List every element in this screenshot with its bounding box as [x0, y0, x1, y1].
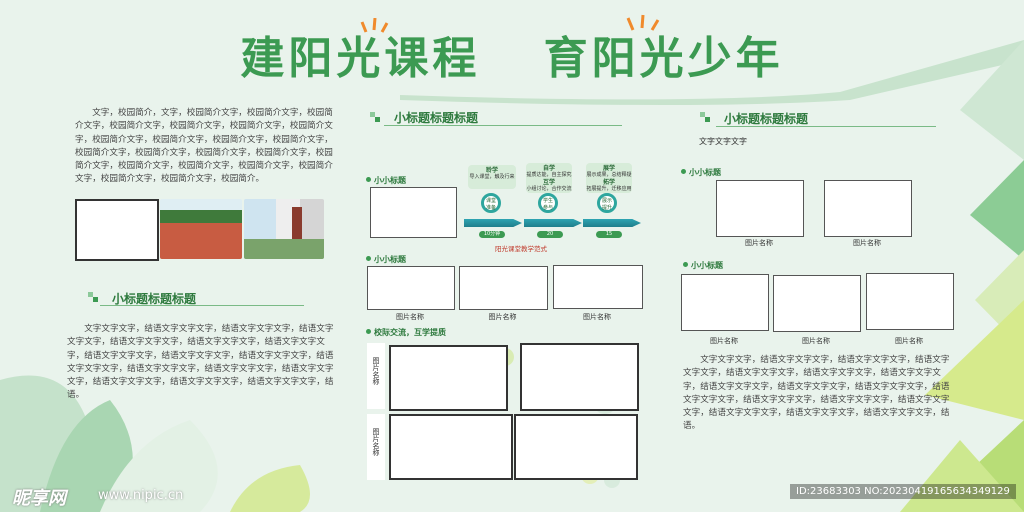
photo-frame — [520, 343, 639, 411]
right-section-underline — [716, 126, 936, 127]
campus-field-photo — [160, 199, 242, 259]
flow-head: 展学 — [602, 165, 615, 172]
flow-pin-2: 学生参与 — [538, 193, 558, 213]
flow-head: 拓学 — [602, 179, 615, 186]
page-title: 建阳光课程 育阳光少年 — [0, 22, 1024, 86]
flow-text: 小组讨论，合作交流 — [526, 186, 572, 192]
flow-box-1: 聆学 导入课堂，触及行来 — [468, 165, 516, 189]
flow-tag: 20 — [537, 231, 563, 238]
photo-frame — [681, 274, 769, 331]
photo-frame — [370, 187, 457, 238]
bullet-dot-icon — [681, 169, 686, 174]
flow-pin-1: 课堂准备 — [481, 193, 501, 213]
watermark-url: www.nipic.cn — [98, 488, 184, 503]
photo-frame — [75, 199, 159, 261]
flow-tag: 15 — [596, 231, 622, 238]
photo-caption: 图片名称 — [802, 337, 830, 345]
right-text-line: 文字文字文字 — [699, 137, 747, 146]
vertical-label-box: 图片名称 — [367, 343, 385, 409]
flow-platform — [583, 219, 641, 227]
photo-frame — [824, 180, 912, 237]
sun-rays-icon — [626, 14, 660, 31]
photo-frame — [514, 414, 638, 480]
photo-caption: 图片名称 — [396, 313, 424, 321]
photo-frame — [389, 345, 508, 411]
flow-box-2: 自学 提质达能，自主探究 互学 小组讨论，合作交流 — [526, 163, 572, 193]
vertical-label-box: 图片名称 — [367, 414, 385, 480]
section-mark-icon — [700, 112, 712, 124]
middle-section-underline — [384, 125, 622, 126]
bullet-dot-icon — [683, 262, 688, 267]
photo-frame — [716, 180, 804, 237]
flow-platform — [464, 219, 522, 227]
photo-frame — [389, 414, 513, 480]
intro-text: 文字，校园简介，文字，校园简介文字，校园简介文字，校园简介文字，校园简介文字，校… — [75, 108, 333, 185]
right-section-title: 小标题标题标题 — [724, 112, 809, 126]
flow-tag: 10分钟 — [479, 231, 505, 238]
section-mark-icon — [370, 112, 382, 124]
flow-caption: 阳光课堂教学范式 — [495, 245, 547, 253]
watermark-id: ID:23683303 NO:20230419165634349129 — [790, 484, 1016, 499]
campus-building-photo — [244, 199, 324, 259]
middle-section-title: 小标题标题标题 — [394, 111, 479, 125]
bullet-dot-icon — [366, 256, 371, 261]
photo-caption: 图片名称 — [488, 313, 517, 321]
photo-frame — [773, 275, 861, 332]
bullet-dot-icon — [366, 329, 371, 334]
vertical-label: 图片名称 — [372, 357, 380, 385]
right-body-text: 文字文字文字，结语文字文字文字，结语文字文字文字，结语文字文字文字，结语文字文字… — [683, 355, 950, 432]
vertical-label: 图片名称 — [372, 428, 380, 456]
left-section-title: 小标题标题标题 — [112, 292, 197, 306]
title-part1: 建阳光课程 — [240, 33, 481, 84]
photo-frame — [553, 265, 643, 309]
photo-caption: 图片名称 — [745, 239, 773, 247]
flow-head: 互学 — [542, 179, 555, 186]
left-section-underline — [100, 305, 304, 306]
middle-sub2: 小小标题 — [374, 255, 406, 264]
sun-rays-icon — [360, 18, 389, 33]
flow-pin-3: 展示提升 — [597, 193, 617, 213]
bullet-dot-icon — [366, 177, 371, 182]
section-mark-icon — [88, 292, 100, 304]
flow-platform — [524, 219, 582, 227]
flow-text: 展示成果，总结释疑 — [586, 172, 632, 178]
middle-sub3: 校际交流，互学提质 — [374, 328, 446, 337]
flow-head: 聆学 — [485, 167, 498, 174]
title-part2: 育阳光少年 — [543, 33, 784, 84]
flow-text: 拓展提升，迁移应用 — [586, 186, 632, 192]
right-sub2: 小小标题 — [691, 261, 723, 270]
flow-box-3: 展学 展示成果，总结释疑 拓学 拓展提升，迁移应用 — [586, 163, 632, 193]
flow-text: 提质达能，自主探究 — [526, 172, 572, 178]
left-body-text: 文字文字文字，结语文字文字文字，结语文字文字文字，结语文字文字文字，结语文字文字… — [67, 324, 334, 401]
photo-caption: 图片名称 — [710, 337, 738, 345]
photo-frame — [459, 266, 548, 310]
photo-caption: 图片名称 — [895, 337, 923, 345]
flow-head: 自学 — [542, 165, 555, 172]
photo-caption: 图片名称 — [853, 239, 881, 247]
flow-text: 导入课堂，触及行来 — [469, 174, 515, 180]
photo-caption: 图片名称 — [583, 313, 611, 321]
watermark-brand: 昵享网 — [12, 488, 66, 509]
middle-sub1: 小小标题 — [374, 176, 406, 185]
photo-frame — [866, 273, 954, 330]
right-sub1: 小小标题 — [689, 168, 721, 177]
photo-frame — [367, 266, 455, 310]
